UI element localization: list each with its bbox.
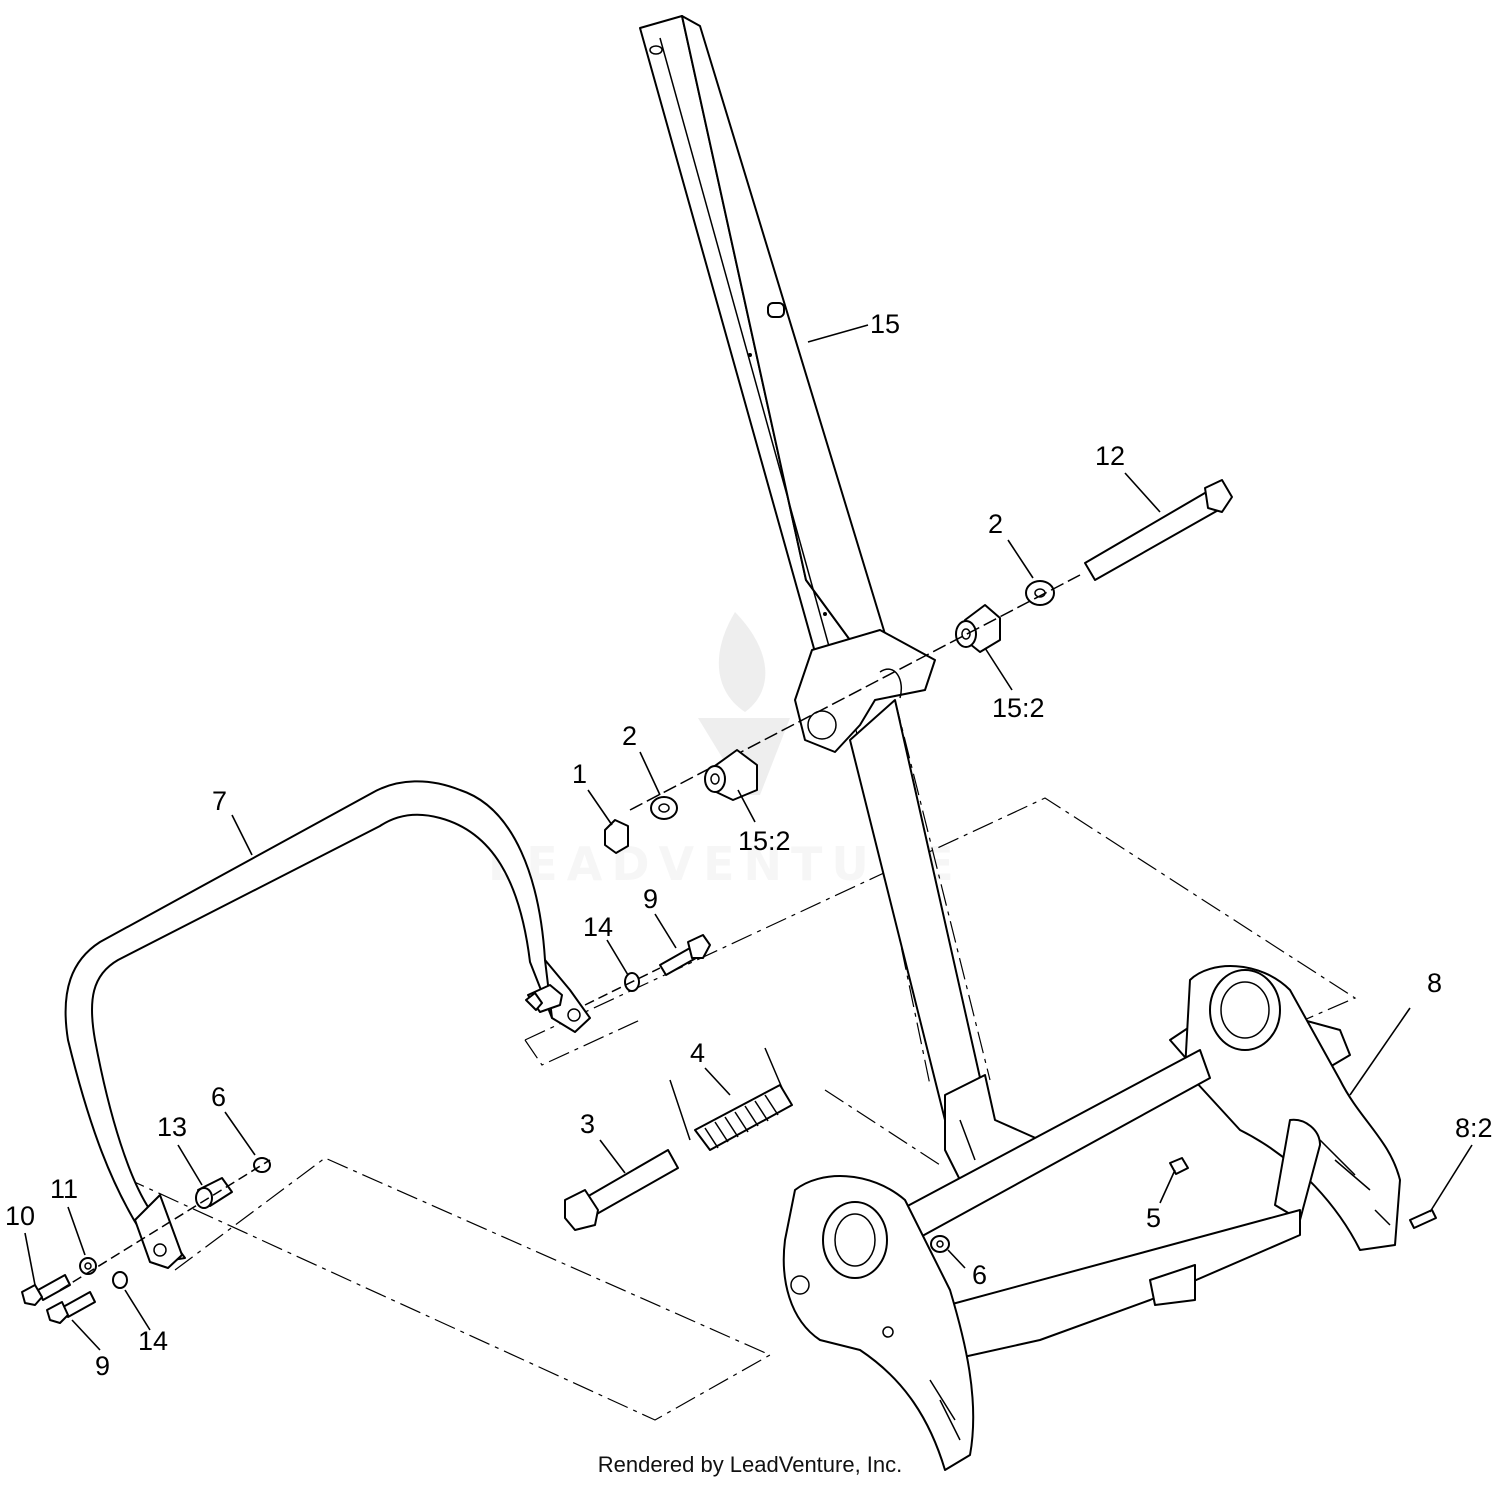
leader-lines [24, 324, 1473, 1351]
grease-fitting [1169, 1157, 1189, 1175]
callout-12: 12 [1095, 441, 1125, 471]
callout-15-2-left: 15:2 [738, 826, 791, 856]
render-credit: Rendered by LeadVenture, Inc. [597, 1452, 903, 1477]
callout-7: 7 [212, 786, 227, 816]
callout-5: 5 [1146, 1203, 1161, 1233]
washer-right [1025, 580, 1055, 606]
callout-14-lower: 14 [138, 1326, 168, 1356]
callout-1: 1 [572, 759, 587, 789]
hex-nut [604, 819, 629, 854]
upper-bolt-axis [584, 967, 661, 1006]
spacer-right [930, 1235, 950, 1253]
lower-bolt-axis [59, 1159, 271, 1291]
callout-10: 10 [5, 1201, 35, 1231]
callout-8-2: 8:2 [1455, 1113, 1493, 1143]
callout-2-right: 2 [988, 509, 1003, 539]
callout-labels: 15 12 2 15:2 1 2 15:2 7 9 14 4 3 8 8:2 5… [5, 309, 1493, 1381]
pivot-axis-line [629, 574, 1081, 811]
washer-left [650, 796, 678, 820]
bushing-right [955, 604, 1001, 653]
callout-9-lower: 9 [95, 1351, 110, 1381]
extension-spring [669, 1047, 793, 1151]
spring-bolt [564, 1149, 679, 1231]
pivot-frame-weldment [782, 965, 1401, 1471]
bumper-bar [64, 780, 591, 1269]
callout-11: 11 [50, 1174, 78, 1204]
callout-8: 8 [1427, 968, 1442, 998]
bolt-upper [659, 934, 711, 976]
spacer-14-lower [112, 1271, 128, 1289]
callout-14-upper: 14 [583, 912, 613, 942]
alignment-dashed-lines [129, 699, 1357, 1421]
callout-6-right: 6 [972, 1260, 987, 1290]
callout-3: 3 [580, 1109, 595, 1139]
callout-6-left: 6 [211, 1082, 226, 1112]
callout-15: 15 [870, 309, 900, 339]
bushing-left [704, 749, 758, 801]
callout-15-2-right: 15:2 [992, 693, 1045, 723]
bolt-9-lower [46, 1291, 96, 1324]
callout-2-left: 2 [622, 721, 637, 751]
callout-13: 13 [157, 1112, 187, 1142]
spacer-left [253, 1157, 271, 1173]
washer-11 [79, 1257, 97, 1275]
bolt-10 [21, 1274, 71, 1306]
callout-9-upper: 9 [643, 884, 658, 914]
steering-column-tube [639, 15, 1041, 1181]
callout-4: 4 [690, 1038, 705, 1068]
long-bolt [1084, 479, 1233, 581]
roll-pin [1409, 1209, 1437, 1229]
